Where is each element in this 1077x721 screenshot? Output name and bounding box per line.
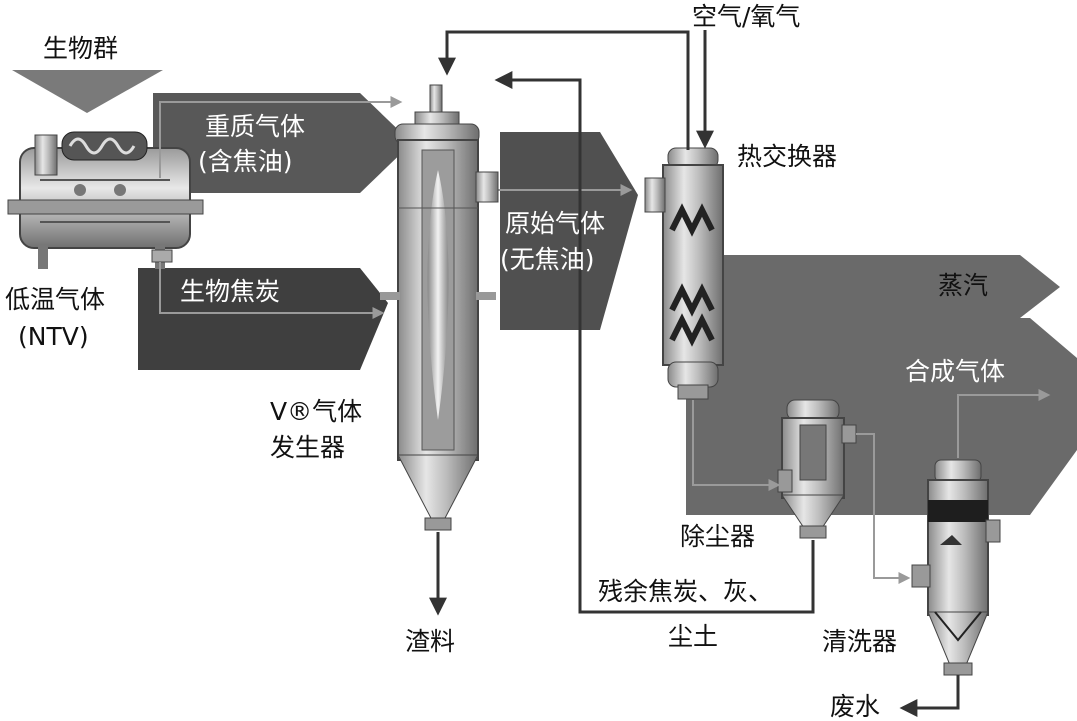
heat-exchanger — [644, 147, 724, 400]
heavy-gas-band — [153, 93, 412, 193]
heat-exchanger-label: 热交换器 — [737, 142, 837, 171]
scrubber — [911, 459, 1001, 676]
v-gasifier — [380, 84, 499, 531]
biochar-label: 生物焦炭 — [180, 277, 280, 306]
heavy-gas-tar-label: (含焦油) — [198, 147, 293, 176]
biomass-hopper — [12, 70, 163, 113]
raw-gas-tarfree-label: (无焦油) — [500, 245, 595, 274]
scrubber-label: 清洗器 — [822, 627, 897, 656]
gasifier-label-line2: 发生器 — [270, 433, 345, 462]
ntv-label: 低温气体 — [5, 285, 105, 314]
steam-label: 蒸汽 — [938, 271, 988, 300]
heavy-gas-label: 重质气体 — [205, 112, 305, 141]
biomass-label: 生物群 — [43, 34, 118, 63]
biochar-band — [138, 268, 388, 370]
syngas-label: 合成气体 — [905, 357, 1005, 386]
residue-label: 残余焦炭、灰、 — [598, 577, 773, 606]
dust-collector — [777, 399, 857, 539]
air-oxygen-label: 空气/氧气 — [692, 2, 800, 31]
residue-label-line2: 尘土 — [668, 622, 718, 651]
ntv-reactor — [7, 131, 204, 269]
ntv-abbrev-label: (NTV) — [18, 322, 89, 351]
slag-label: 渣料 — [405, 627, 455, 656]
steam-and-syngas-band — [686, 255, 1077, 515]
raw-gas-label: 原始气体 — [505, 209, 605, 238]
gasifier-label: V®气体 — [270, 397, 362, 426]
wastewater-label: 废水 — [830, 692, 880, 721]
dust-collector-label: 除尘器 — [680, 522, 755, 551]
raw-gas-band — [500, 132, 638, 330]
